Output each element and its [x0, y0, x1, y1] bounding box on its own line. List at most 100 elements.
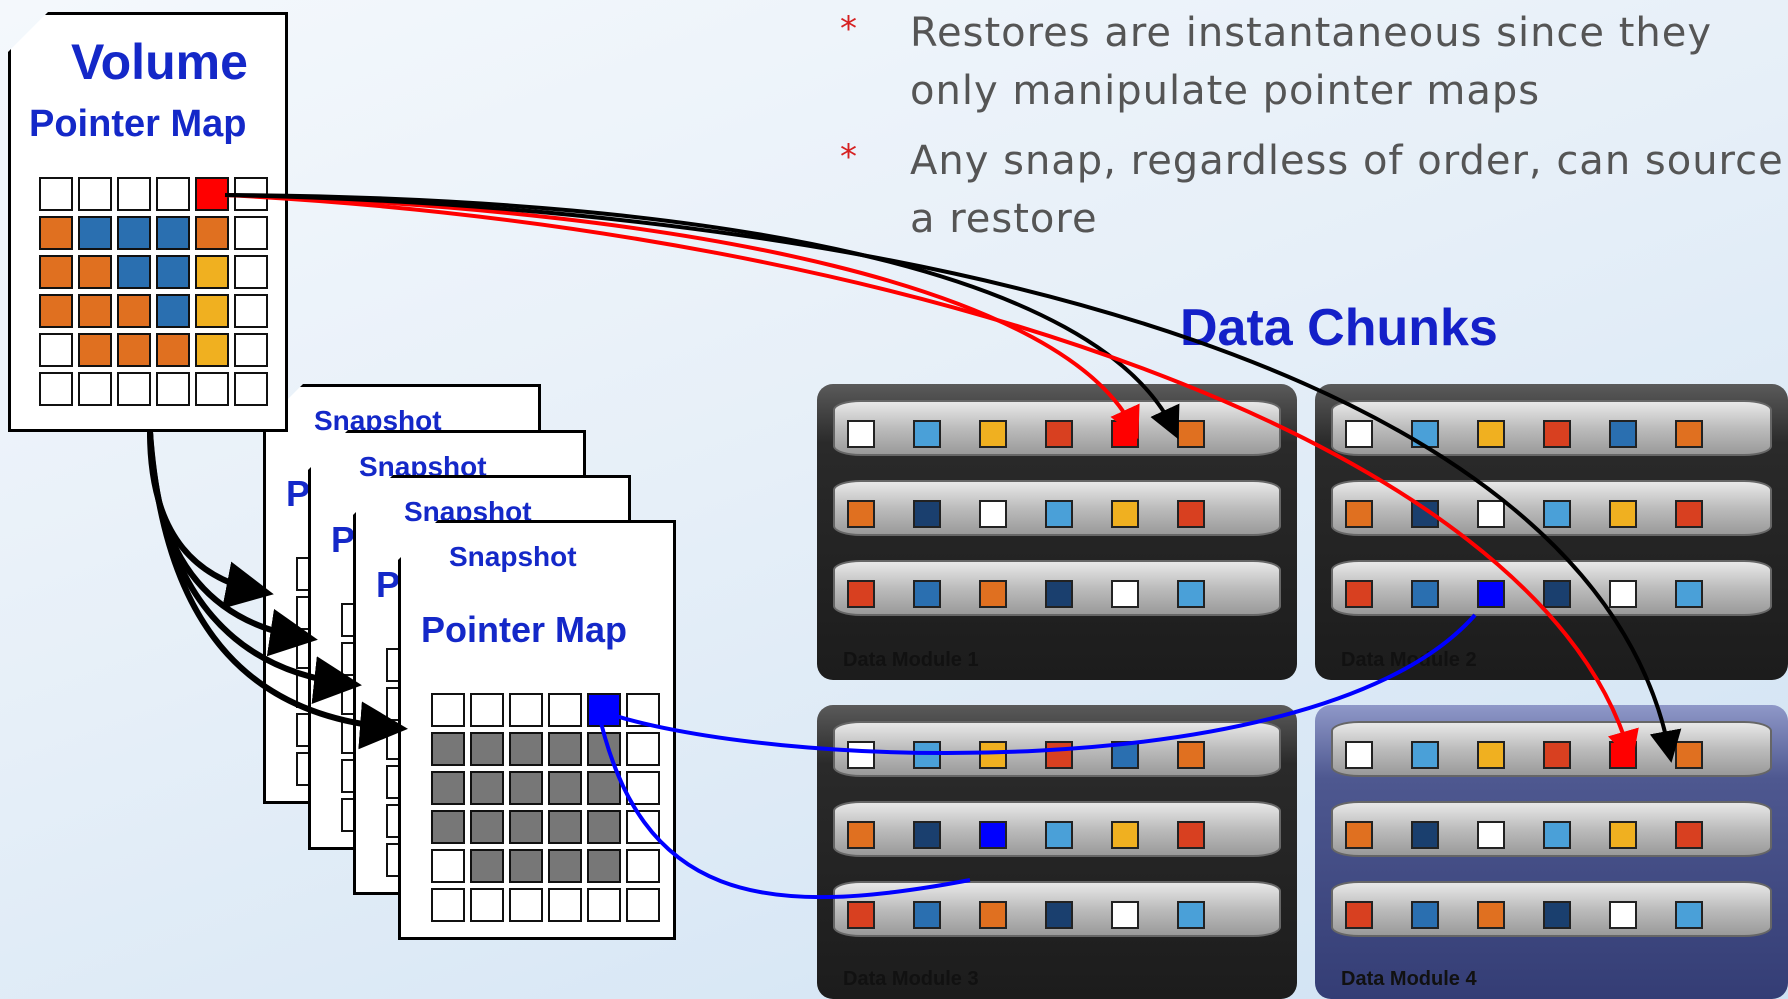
pointer-cell [39, 333, 73, 367]
bullet-list: * Restores are instantaneous since they … [840, 0, 1788, 248]
pointer-cell [470, 732, 504, 766]
disk-platter [833, 801, 1281, 857]
pointer-cell [587, 771, 621, 805]
data-module-4: Data Module 4 [1315, 705, 1788, 999]
disk-platter [1331, 480, 1772, 536]
pointer-cell [431, 693, 465, 727]
bullet-text: Restores are instantaneous since they on… [910, 10, 1713, 114]
pointer-cell [548, 771, 582, 805]
data-chunk [1543, 741, 1571, 769]
arrow-to-snapshot-1 [147, 431, 274, 609]
data-chunk [1609, 821, 1637, 849]
bullet-star-icon: * [840, 137, 858, 177]
data-chunk [979, 901, 1007, 929]
data-chunk [913, 901, 941, 929]
pointer-cell [156, 333, 190, 367]
data-chunk [1477, 500, 1505, 528]
data-module-1: Data Module 1 [817, 384, 1297, 680]
data-chunk [1345, 420, 1373, 448]
data-chunk [1345, 741, 1373, 769]
snapshot-subtitle: P [286, 473, 311, 514]
pointer-cell [195, 255, 229, 289]
pointer-cell [509, 849, 543, 883]
data-chunk [1045, 500, 1073, 528]
data-chunk [979, 821, 1007, 849]
data-chunk [979, 500, 1007, 528]
pointer-cell [78, 333, 112, 367]
data-chunk [1609, 580, 1637, 608]
pointer-cell [39, 255, 73, 289]
data-chunk [1411, 420, 1439, 448]
disk-platter [1331, 560, 1772, 616]
data-chunk [1675, 580, 1703, 608]
data-chunk [847, 821, 875, 849]
data-chunk [1675, 901, 1703, 929]
volume-grid [39, 177, 268, 406]
snapshot-subtitle: P [376, 564, 401, 605]
data-chunk [913, 821, 941, 849]
bullet-item: * Restores are instantaneous since they … [840, 4, 1788, 120]
data-chunk [1477, 901, 1505, 929]
pointer-cell [470, 810, 504, 844]
data-chunk [1411, 580, 1439, 608]
disk-platter [833, 480, 1281, 536]
pointer-cell [195, 333, 229, 367]
snapshot-subtitle: Pointer Map [421, 609, 628, 650]
pointer-cell [548, 810, 582, 844]
data-chunk [1609, 500, 1637, 528]
pointer-cell [431, 849, 465, 883]
pointer-cell [587, 693, 621, 727]
module-label: Data Module 4 [1341, 968, 1477, 990]
volume-title: Volume [71, 34, 248, 90]
pointer-cell [431, 810, 465, 844]
data-chunk [1111, 901, 1139, 929]
pointer-cell [234, 294, 268, 328]
pointer-arrow-black-module-4 [224, 193, 1682, 763]
data-chunk [1177, 500, 1205, 528]
data-chunk [1177, 901, 1205, 929]
pointer-cell [156, 372, 190, 406]
pointer-cell [195, 294, 229, 328]
pointer-cell [470, 888, 504, 922]
pointer-cell [626, 888, 660, 922]
pointer-cell [117, 216, 151, 250]
disk-platter [833, 560, 1281, 616]
module-label: Data Module 3 [843, 968, 979, 990]
data-chunk [1609, 901, 1637, 929]
data-chunk [1477, 821, 1505, 849]
pointer-cell [431, 732, 465, 766]
pointer-cell [548, 849, 582, 883]
data-chunk [1543, 420, 1571, 448]
data-chunk [1045, 580, 1073, 608]
data-chunk [1045, 420, 1073, 448]
pointer-cell [548, 693, 582, 727]
pointer-cell [234, 372, 268, 406]
pointer-cell [626, 849, 660, 883]
data-chunk [979, 580, 1007, 608]
snapshot-subtitle: P [331, 519, 356, 560]
snapshot-copy-arrows [147, 431, 408, 750]
data-chunk [847, 741, 875, 769]
disk-platter [1331, 801, 1772, 857]
data-chunk [847, 500, 875, 528]
pointer-cell [587, 849, 621, 883]
data-chunk [1543, 580, 1571, 608]
data-chunk [1543, 821, 1571, 849]
data-module-2: Data Module 2 [1315, 384, 1788, 680]
data-chunks-title: Data Chunks [1180, 299, 1498, 357]
module-label: Data Module 2 [1341, 649, 1477, 671]
snapshot-title: Snapshot [449, 541, 577, 572]
pointer-cell [195, 216, 229, 250]
data-chunk [847, 901, 875, 929]
snapshot-map-4: Snapshot Pointer Map [398, 520, 676, 940]
data-chunk [1411, 741, 1439, 769]
pointer-arrow-red-module-1 [224, 193, 1140, 440]
data-chunk [1345, 821, 1373, 849]
disk-platter [1331, 881, 1772, 937]
pointer-cell [39, 372, 73, 406]
data-chunk [1111, 821, 1139, 849]
arrow-to-snapshot-4 [147, 431, 408, 750]
pointer-cell [509, 771, 543, 805]
data-chunk [1345, 500, 1373, 528]
data-chunk [1675, 821, 1703, 849]
